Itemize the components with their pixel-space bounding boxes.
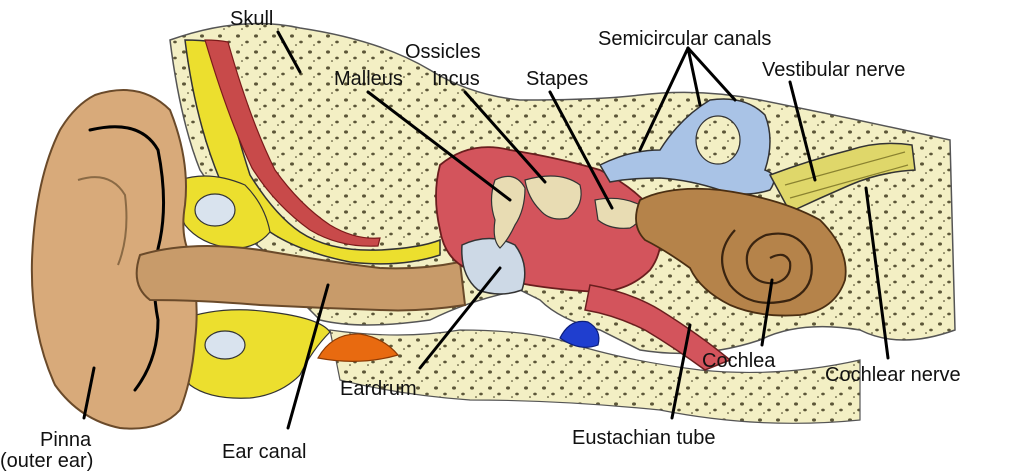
label-semicircular-canals: Semicircular canals: [598, 28, 771, 50]
label-ossicles: Ossicles: [405, 41, 481, 63]
mastoid-cavity-lower: [205, 331, 245, 359]
semicircular-canal-loop: [696, 116, 740, 164]
label-pinna-outer-ear: (outer ear): [0, 450, 93, 471]
label-ear-canal: Ear canal: [222, 441, 307, 463]
label-cochlea: Cochlea: [702, 350, 776, 372]
label-pinna: Pinna: [40, 429, 92, 451]
label-incus: Incus: [432, 68, 480, 90]
label-malleus: Malleus: [334, 68, 403, 90]
label-eardrum: Eardrum: [340, 378, 417, 400]
label-stapes: Stapes: [526, 68, 588, 90]
label-cochlear-nerve: Cochlear nerve: [825, 364, 961, 386]
mastoid-cavity-upper: [195, 194, 235, 226]
label-vestibular-nerve: Vestibular nerve: [762, 59, 905, 81]
label-skull: Skull: [230, 8, 273, 30]
label-eustachian-tube: Eustachian tube: [572, 427, 715, 449]
